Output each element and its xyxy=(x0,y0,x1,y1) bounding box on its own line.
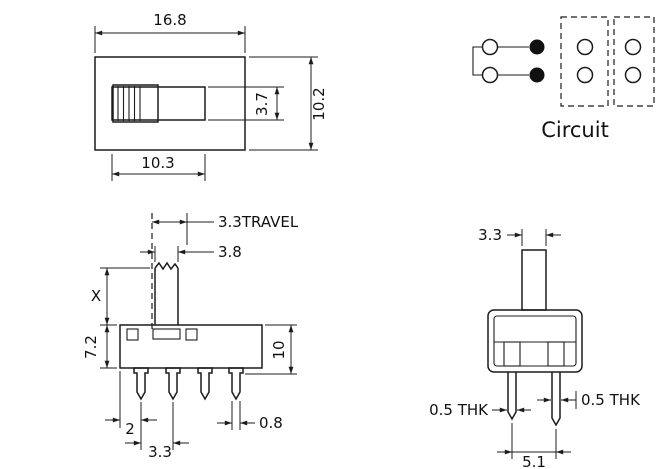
dim-end-offset: 2 xyxy=(105,371,157,450)
front-actuator-slot xyxy=(152,328,181,340)
dim-knob-width: 3.3 xyxy=(478,226,561,246)
front-body-hole-right xyxy=(185,328,198,341)
terminal-circle xyxy=(576,66,594,84)
front-pin xyxy=(197,367,213,401)
dim-thk-right-label: 0.5 THK xyxy=(581,391,641,409)
dim-slot-height-label: 3.7 xyxy=(253,92,271,116)
dim-pin-span: 5.1 xyxy=(497,423,571,469)
dim-actuator-width: 3.8 xyxy=(140,243,242,262)
front-pin xyxy=(228,367,244,401)
dim-end-offset-label: 2 xyxy=(125,420,135,438)
front-body-hole-left xyxy=(126,328,139,341)
terminal-circle xyxy=(481,66,499,84)
side-view: 3.3 0.5 THK 0.5 THK 5.1 xyxy=(429,226,641,469)
front-body-outline xyxy=(119,324,263,369)
circuit-diagram: Circuit xyxy=(472,16,655,142)
dim-top-height: 10.2 xyxy=(249,56,328,151)
circuit-label: Circuit xyxy=(541,118,609,142)
terminal-circle xyxy=(481,38,499,56)
front-pin xyxy=(165,367,181,401)
dim-body-upper-label: 7.2 xyxy=(82,335,100,359)
terminal-circle xyxy=(624,66,642,84)
dim-pin-span-label: 5.1 xyxy=(522,453,546,469)
terminal-circle-filled xyxy=(529,67,545,83)
slider-knob xyxy=(112,84,159,123)
side-body-inner xyxy=(493,315,577,367)
side-terminal-block-right xyxy=(547,341,565,367)
dim-top-height-label: 10.2 xyxy=(310,87,328,120)
dim-thk-right: 0.5 THK xyxy=(537,391,641,409)
dim-knob-width-label: 3.3 xyxy=(478,226,502,244)
dim-body-height-label: 10 xyxy=(270,340,288,359)
side-pin-right xyxy=(551,372,561,427)
dim-slot-width-label: 10.3 xyxy=(141,154,174,172)
terminal-circle-filled xyxy=(529,39,545,55)
dim-slot-width: 10.3 xyxy=(111,154,206,181)
dim-actuator-width-label: 3.8 xyxy=(218,243,242,261)
front-view: 3.3TRAVEL 3.8 X xyxy=(82,213,299,461)
top-body-outline xyxy=(94,56,246,151)
circuit-common-link xyxy=(472,46,482,76)
side-body-outline xyxy=(487,309,583,373)
terminal-circle xyxy=(576,38,594,56)
side-pin-left xyxy=(507,372,517,421)
front-actuator xyxy=(154,261,179,325)
side-knob xyxy=(521,249,547,311)
dim-x: X xyxy=(91,267,150,326)
dim-pin-width: 0.8 xyxy=(217,401,283,432)
top-view: 16.8 10.2 3.7 10.3 xyxy=(94,11,328,181)
terminal-circle xyxy=(624,38,642,56)
circuit-position-box-2 xyxy=(613,16,655,107)
dim-pin-width-label: 0.8 xyxy=(259,414,283,432)
side-terminal-block-left xyxy=(503,341,521,367)
circuit-terminals xyxy=(481,38,642,84)
dim-pin-pitch: 3.3 xyxy=(125,402,189,461)
dim-body-height: 10 xyxy=(245,324,297,375)
dim-travel: 3.3TRAVEL xyxy=(152,213,299,231)
dim-travel-label: 3.3TRAVEL xyxy=(218,213,299,231)
dim-top-width: 16.8 xyxy=(94,11,246,53)
circuit-position-box-1 xyxy=(560,16,609,107)
dim-body-upper: 7.2 xyxy=(82,325,117,369)
dim-thk-left: 0.5 THK xyxy=(429,401,531,419)
dim-top-width-label: 16.8 xyxy=(153,11,186,29)
dim-pin-pitch-label: 3.3 xyxy=(148,443,172,461)
dim-slot-height: 3.7 xyxy=(208,86,284,121)
dim-thk-left-label: 0.5 THK xyxy=(429,401,489,419)
dim-x-label: X xyxy=(91,287,101,305)
front-pin xyxy=(133,367,149,401)
front-pins xyxy=(133,367,244,401)
